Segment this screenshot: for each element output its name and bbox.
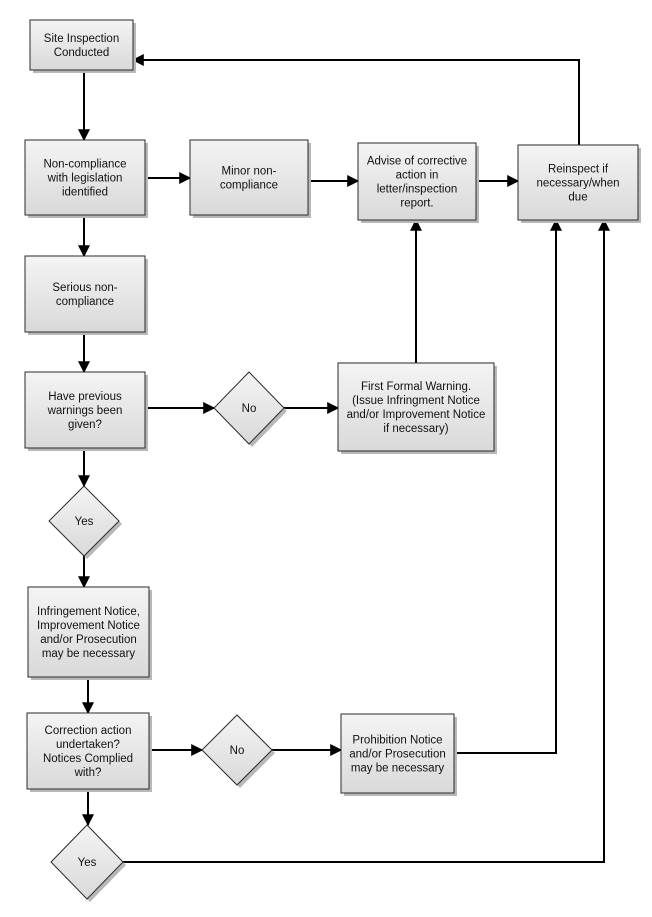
node-label: action in bbox=[396, 170, 439, 182]
node-label: necessary/when bbox=[536, 178, 619, 190]
process-box bbox=[340, 713, 455, 794]
flow-node-non-compliance: Non-compliance with legislation identified bbox=[24, 139, 148, 218]
node-label: Infringement Notice, bbox=[37, 606, 140, 618]
node-label: Non-compliance bbox=[43, 159, 126, 171]
flow-node-no-correction: No bbox=[201, 714, 275, 788]
node-label: may be necessary bbox=[351, 763, 445, 775]
node-label: compliance bbox=[220, 180, 278, 192]
flow-node-correction-action: Correction action undertaken? Notices Comp… bbox=[26, 712, 152, 792]
node-label: and/or Improvement Notice bbox=[347, 409, 486, 421]
node-label: Yes bbox=[75, 516, 94, 528]
decision-diamond bbox=[48, 485, 120, 557]
node-label: may be necessary bbox=[42, 648, 136, 660]
node-label: letter/inspection bbox=[377, 184, 458, 196]
node-label: due bbox=[568, 192, 587, 204]
node-label: First Formal Warning. bbox=[361, 381, 471, 393]
node-label: if necessary) bbox=[383, 423, 448, 435]
process-box bbox=[337, 362, 495, 452]
flow-node-advise-corrective: Advise of corrective action in letter/insp… bbox=[357, 142, 479, 223]
process-box bbox=[357, 142, 477, 221]
node-label: Improvement Notice bbox=[37, 620, 140, 632]
connector-reinspect-to-site bbox=[131, 54, 580, 145]
process-box bbox=[24, 139, 146, 216]
process-box bbox=[24, 371, 146, 449]
node-label: with legislation bbox=[47, 173, 123, 185]
node-label: No bbox=[230, 745, 245, 757]
process-box bbox=[517, 144, 639, 221]
node-label: Notices Complied bbox=[43, 753, 133, 765]
node-label: Conducted bbox=[54, 47, 110, 59]
node-label: with? bbox=[74, 767, 102, 779]
flow-connectors bbox=[78, 54, 610, 863]
node-label: Site Inspection bbox=[44, 33, 119, 45]
node-label: identified bbox=[62, 187, 108, 199]
node-label: Minor non- bbox=[222, 166, 277, 178]
connector-yes-to-reinspect bbox=[123, 218, 610, 863]
flow-node-reinspect: Reinspect if necessary/when due bbox=[517, 144, 641, 223]
node-label: warnings been bbox=[47, 405, 123, 417]
process-box bbox=[24, 255, 146, 333]
node-label: and/or Prosecution bbox=[349, 749, 446, 761]
node-label: Advise of corrective bbox=[367, 156, 467, 168]
node-label: compliance bbox=[56, 296, 114, 308]
node-label: Yes bbox=[78, 857, 97, 869]
node-label: No bbox=[242, 403, 257, 415]
flow-node-previous-warnings: Have previous warnings been given? bbox=[24, 371, 148, 451]
node-label: and/or Prosecution bbox=[40, 634, 137, 646]
node-label: Correction action bbox=[45, 725, 132, 737]
process-box bbox=[27, 586, 150, 678]
connector-prohibition-to-reinspect bbox=[454, 218, 562, 754]
flow-node-yes-warnings: Yes bbox=[48, 485, 122, 559]
process-box bbox=[26, 712, 150, 790]
process-box bbox=[189, 139, 309, 216]
flow-node-yes-correction: Yes bbox=[50, 824, 126, 902]
flow-node-no-warnings: No bbox=[213, 371, 287, 447]
flow-node-serious-non-compliance: Serious non-compliance bbox=[24, 255, 148, 335]
node-label: Have previous bbox=[48, 391, 122, 403]
node-label: undertaken? bbox=[56, 739, 120, 751]
flow-node-minor-non-compliance: Minor non-compliance bbox=[189, 139, 311, 218]
process-box bbox=[29, 19, 134, 71]
node-label: Serious non- bbox=[52, 282, 117, 294]
decision-diamond bbox=[50, 824, 124, 900]
node-label: report. bbox=[400, 198, 433, 210]
flow-node-prohibition-notice: Prohibition Notice and/or Prosecution may … bbox=[340, 713, 457, 796]
node-label: (Issue Infringment Notice bbox=[352, 395, 480, 407]
decision-diamond bbox=[201, 714, 273, 786]
node-label: Prohibition Notice bbox=[352, 735, 442, 747]
node-label: Reinspect if bbox=[548, 164, 609, 176]
flow-node-first-formal-warning: First Formal Warning. (Issue Infringment … bbox=[337, 362, 497, 454]
decision-diamond bbox=[213, 371, 285, 445]
flow-node-infringement-notice: Infringement Notice, Improvement Notice an… bbox=[27, 586, 152, 680]
node-label: given? bbox=[68, 419, 102, 431]
